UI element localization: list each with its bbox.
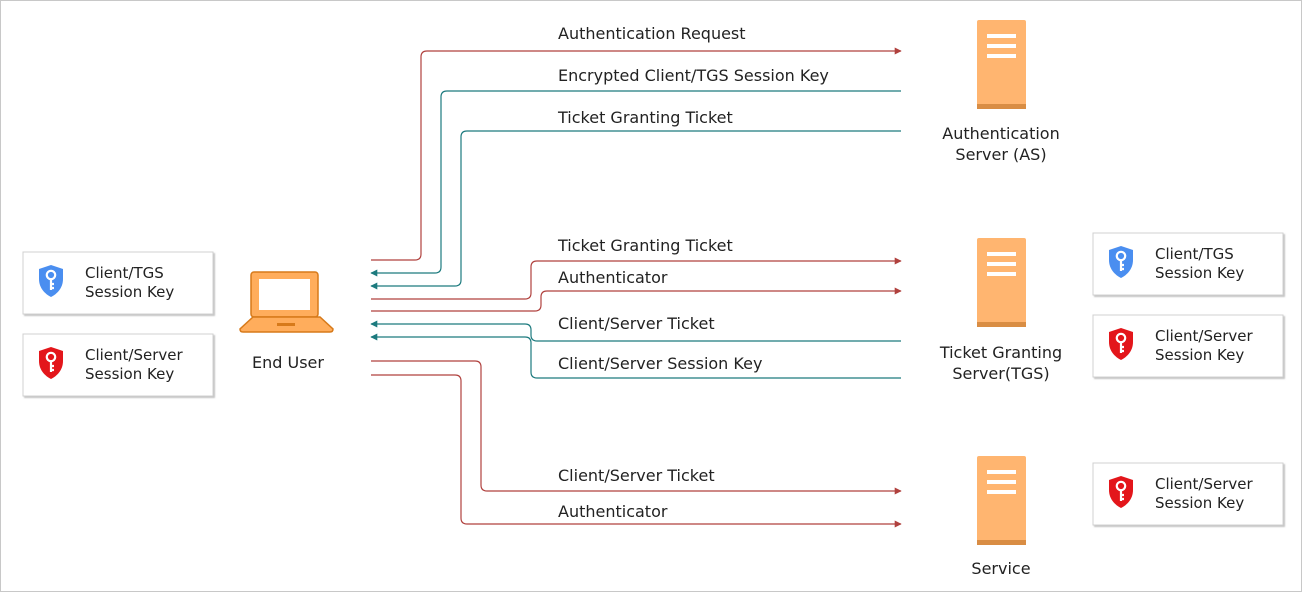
label-tgs-authenticator: Authenticator	[558, 268, 668, 287]
key-card-user-tgs: Client/TGS Session Key	[22, 251, 214, 315]
label-as-session-key: Encrypted Client/TGS Session Key	[558, 66, 829, 85]
key-service-server-line1: Client/Server	[1155, 475, 1254, 493]
arrow-as-tgt	[370, 130, 901, 290]
key-card-tgs-tgs: Client/TGS Session Key	[1092, 232, 1284, 296]
server-icon	[977, 238, 1026, 327]
message-labels: Authentication Request Encrypted Client/…	[557, 24, 829, 521]
key-user-server-line2: Session Key	[85, 365, 174, 383]
server-icon	[977, 20, 1026, 109]
arrow-tgs-authenticator	[371, 287, 902, 312]
label-as-tgt: Ticket Granting Ticket	[557, 108, 733, 127]
key-tgs-server-line2: Session Key	[1155, 346, 1244, 364]
label-tgs-tgt: Ticket Granting Ticket	[557, 236, 733, 255]
label-tgs-cs-session-key: Client/Server Session Key	[558, 354, 762, 373]
red-key-shield-icon	[1109, 328, 1133, 360]
key-tgs-tgs-line1: Client/TGS	[1155, 245, 1234, 263]
red-key-shield-icon	[39, 347, 63, 379]
arrow-tgs-cs-session-key	[370, 333, 901, 379]
key-user-tgs-line2: Session Key	[85, 283, 174, 301]
key-tgs-tgs-line2: Session Key	[1155, 264, 1244, 282]
tgs-label-line2: Server(TGS)	[952, 364, 1049, 383]
arrow-as-session-key	[370, 90, 901, 277]
arrow-svc-cs-ticket	[371, 360, 902, 495]
as-label-line2: Server (AS)	[955, 145, 1046, 164]
laptop-icon	[239, 271, 334, 333]
blue-key-shield-icon	[39, 265, 63, 297]
key-service-server-line2: Session Key	[1155, 494, 1244, 512]
as-label-line1: Authentication	[942, 124, 1059, 143]
arrow-tgs-cs-ticket	[370, 320, 901, 342]
blue-key-shield-icon	[1109, 246, 1133, 278]
label-as-request: Authentication Request	[558, 24, 746, 43]
end-user-label: End User	[252, 353, 324, 372]
service-label: Service	[971, 559, 1030, 578]
label-svc-authenticator: Authenticator	[558, 502, 668, 521]
arrow-connectors	[370, 47, 902, 528]
arrow-tgs-tgt	[371, 257, 902, 300]
key-card-tgs-server: Client/Server Session Key	[1092, 314, 1284, 378]
arrow-as-request	[371, 47, 902, 261]
server-icon	[977, 456, 1026, 545]
key-user-tgs-line1: Client/TGS	[85, 264, 164, 282]
label-tgs-cs-ticket: Client/Server Ticket	[558, 314, 715, 333]
key-card-service-server: Client/Server Session Key	[1092, 462, 1284, 526]
key-card-user-server: Client/Server Session Key	[22, 333, 214, 397]
label-svc-cs-ticket: Client/Server Ticket	[558, 466, 715, 485]
red-key-shield-icon	[1109, 476, 1133, 508]
tgs-label-line1: Ticket Granting	[939, 343, 1062, 362]
key-user-server-line1: Client/Server	[85, 346, 184, 364]
arrow-svc-authenticator	[371, 374, 902, 528]
key-tgs-server-line1: Client/Server	[1155, 327, 1254, 345]
